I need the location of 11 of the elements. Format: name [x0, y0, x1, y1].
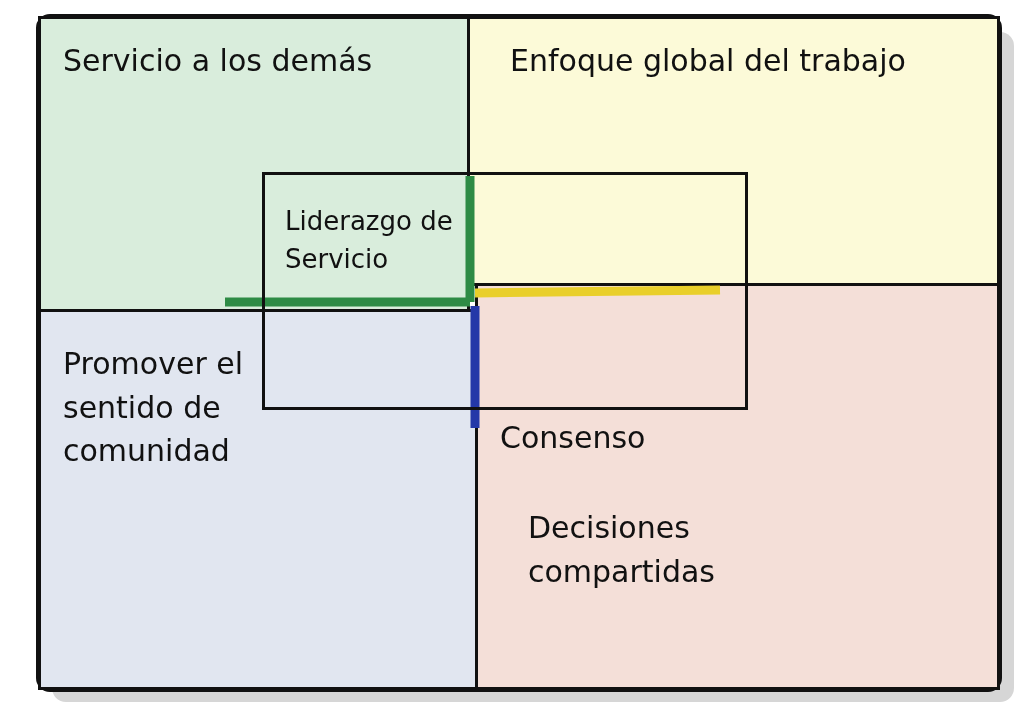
- quadrant-panel: [467, 16, 1000, 286]
- quadrant-label: Promover el sentido de comunidad: [63, 345, 245, 470]
- quadrant-label: Decisiones compartidas: [528, 509, 716, 591]
- quadrant-label: Consenso: [500, 419, 647, 457]
- quadrant-panel: [38, 16, 470, 312]
- center-box: [262, 172, 748, 410]
- quadrant-panel: [475, 283, 1000, 690]
- quadrant-label: Servicio a los demás: [63, 42, 374, 80]
- quadrant-panel: [38, 309, 478, 690]
- center-title: Liderazgo de Servicio: [285, 205, 454, 276]
- quadrant-label: Enfoque global del trabajo: [510, 42, 907, 80]
